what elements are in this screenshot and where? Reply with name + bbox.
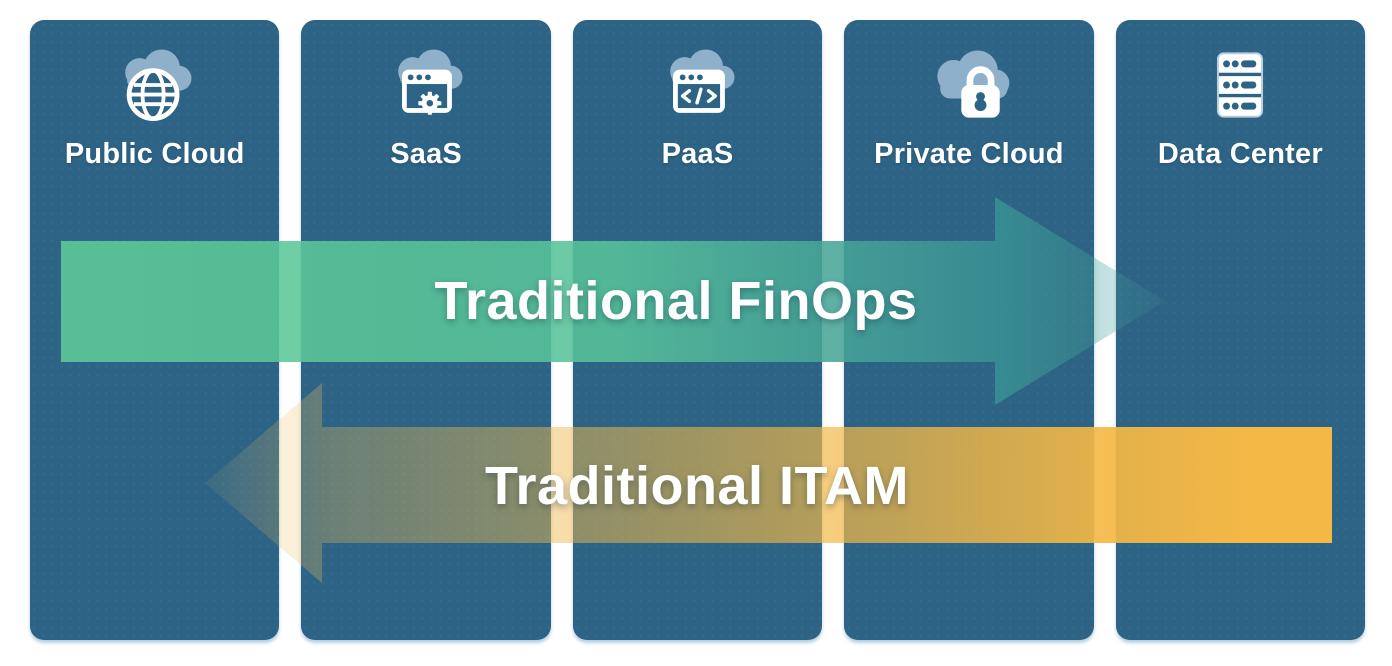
column-label-public-cloud: Public Cloud	[64, 138, 245, 170]
column-label-saas: SaaS	[390, 138, 462, 170]
column-public-cloud: Public Cloud	[30, 20, 280, 640]
column-label-private-cloud: Private Cloud	[874, 138, 1064, 170]
saas-icon	[378, 46, 474, 124]
public-cloud-icon	[107, 46, 203, 124]
column-data-center: Data Center	[1115, 20, 1366, 640]
column-label-data-center: Data Center	[1157, 138, 1323, 170]
column-label-paas: PaaS	[661, 138, 734, 170]
finops-arrow-label: Traditional FinOps	[434, 271, 918, 331]
private-cloud-icon	[921, 46, 1017, 124]
data-center-icon	[1192, 46, 1288, 124]
itam-arrow-label: Traditional ITAM	[485, 456, 909, 516]
paas-icon	[650, 46, 746, 124]
